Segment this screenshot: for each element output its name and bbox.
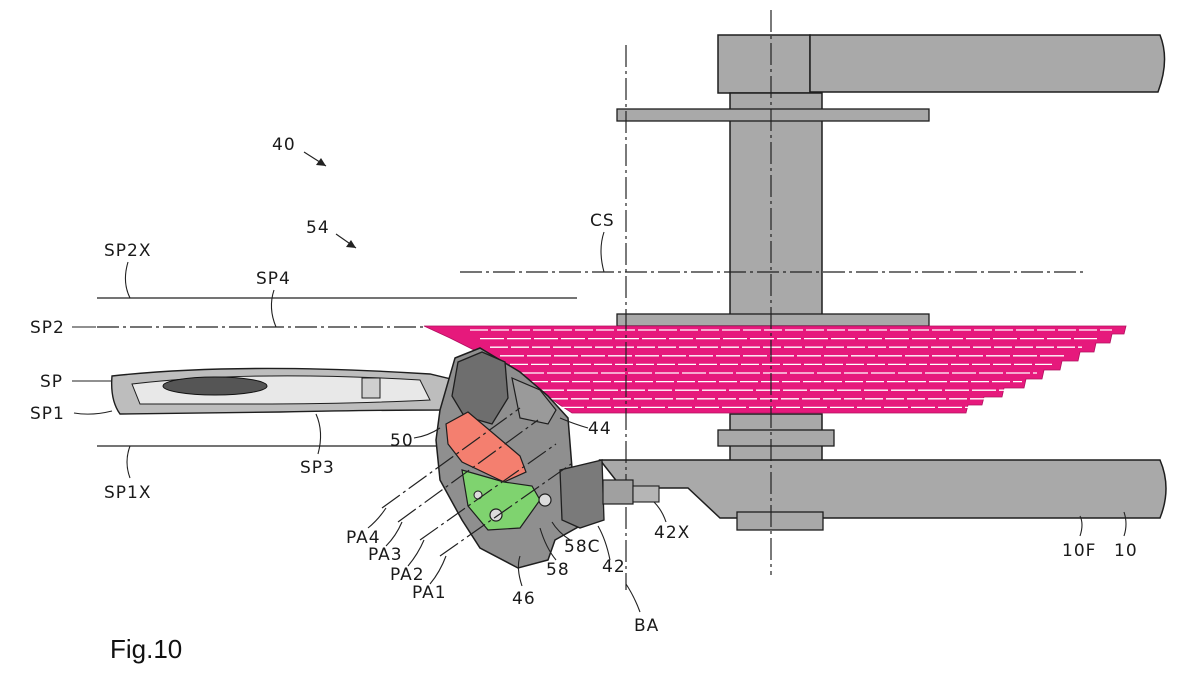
arm-post xyxy=(361,377,381,399)
leader-44 xyxy=(559,417,589,429)
label-46: 46 xyxy=(512,589,536,609)
reference-lines xyxy=(97,10,1085,590)
pivot-axes xyxy=(381,407,575,557)
leader-58 xyxy=(539,527,557,561)
link-red xyxy=(445,411,527,483)
frame-upper-tube xyxy=(809,34,1166,93)
label-PA4: PA4 xyxy=(346,528,381,548)
leader-PA4 xyxy=(367,507,387,529)
label-SP1X: SP1X xyxy=(104,483,152,503)
label-SP1: SP1 xyxy=(30,404,65,424)
label-SP2X: SP2X xyxy=(104,241,152,261)
leader-SP1X xyxy=(126,445,131,479)
leader-46 xyxy=(517,555,523,587)
label-SP: SP xyxy=(40,372,63,392)
bicycle-frame xyxy=(598,34,1167,531)
leader-SP3 xyxy=(315,413,322,455)
leader-42 xyxy=(597,525,611,561)
arrowhead-54 xyxy=(346,240,356,248)
label-SP2: SP2 xyxy=(30,318,65,338)
label-10: 10 xyxy=(1114,541,1138,561)
frame-upper-block xyxy=(717,34,811,94)
figure-caption: Fig.10 xyxy=(110,634,182,664)
leader-lines xyxy=(72,151,1127,613)
leader-PA2 xyxy=(407,539,425,567)
leader-42X xyxy=(653,501,667,523)
label-42X: 42X xyxy=(654,523,690,543)
line-PA2 xyxy=(419,443,557,541)
label-PA3: PA3 xyxy=(368,545,403,565)
reference-labels: 40 54 CS SP2X SP4 SP2 SP SP1 SP3 SP1X 50… xyxy=(30,135,1138,636)
leader-BA xyxy=(625,583,641,613)
frame-dropout-tab xyxy=(736,511,824,531)
hub-axle xyxy=(729,92,823,316)
hub-lower-step xyxy=(717,429,835,447)
leader-PA3 xyxy=(385,521,403,547)
hub-flange-lower xyxy=(616,313,930,327)
link-green xyxy=(461,469,541,531)
leader-50 xyxy=(413,427,441,439)
leader-58C xyxy=(551,521,571,541)
base-member xyxy=(559,459,605,529)
leader-SP2X xyxy=(124,261,131,299)
leader-10 xyxy=(1123,511,1127,537)
line-PA3 xyxy=(397,419,539,523)
label-PA1: PA1 xyxy=(412,583,447,603)
label-44: 44 xyxy=(588,419,612,439)
leader-SP1 xyxy=(73,410,113,415)
pivot-pin-lower xyxy=(489,508,503,522)
label-10F: 10F xyxy=(1062,541,1096,561)
leader-PA1 xyxy=(429,555,447,585)
arrowhead-40 xyxy=(316,158,326,166)
label-50: 50 xyxy=(390,431,414,451)
label-PA2: PA2 xyxy=(390,565,425,585)
derailleur-top-cap xyxy=(451,351,509,425)
leader-SP4 xyxy=(270,289,277,328)
label-42: 42 xyxy=(602,557,626,577)
line-PA1 xyxy=(439,461,575,557)
rear-derailleur xyxy=(110,347,660,569)
label-58C: 58C xyxy=(564,537,601,557)
frame-lower-tube xyxy=(598,459,1167,519)
leader-CS xyxy=(600,231,605,273)
sprocket-cassette xyxy=(423,325,1127,414)
label-54: 54 xyxy=(306,218,330,238)
label-SP3: SP3 xyxy=(300,458,335,478)
leader-10F xyxy=(1079,515,1083,537)
pulley-cluster xyxy=(162,376,268,396)
derailleur-right-cap xyxy=(511,376,557,425)
bracket-block xyxy=(602,479,634,505)
bracket-tab xyxy=(632,485,660,503)
line-PA4 xyxy=(381,407,521,509)
label-58: 58 xyxy=(546,560,570,580)
label-SP4: SP4 xyxy=(256,269,291,289)
label-BA: BA xyxy=(634,616,659,636)
label-40: 40 xyxy=(272,135,296,155)
hub-flange-upper xyxy=(616,108,930,122)
label-CS: CS xyxy=(590,211,615,231)
pivot-pin-upper xyxy=(538,493,552,507)
